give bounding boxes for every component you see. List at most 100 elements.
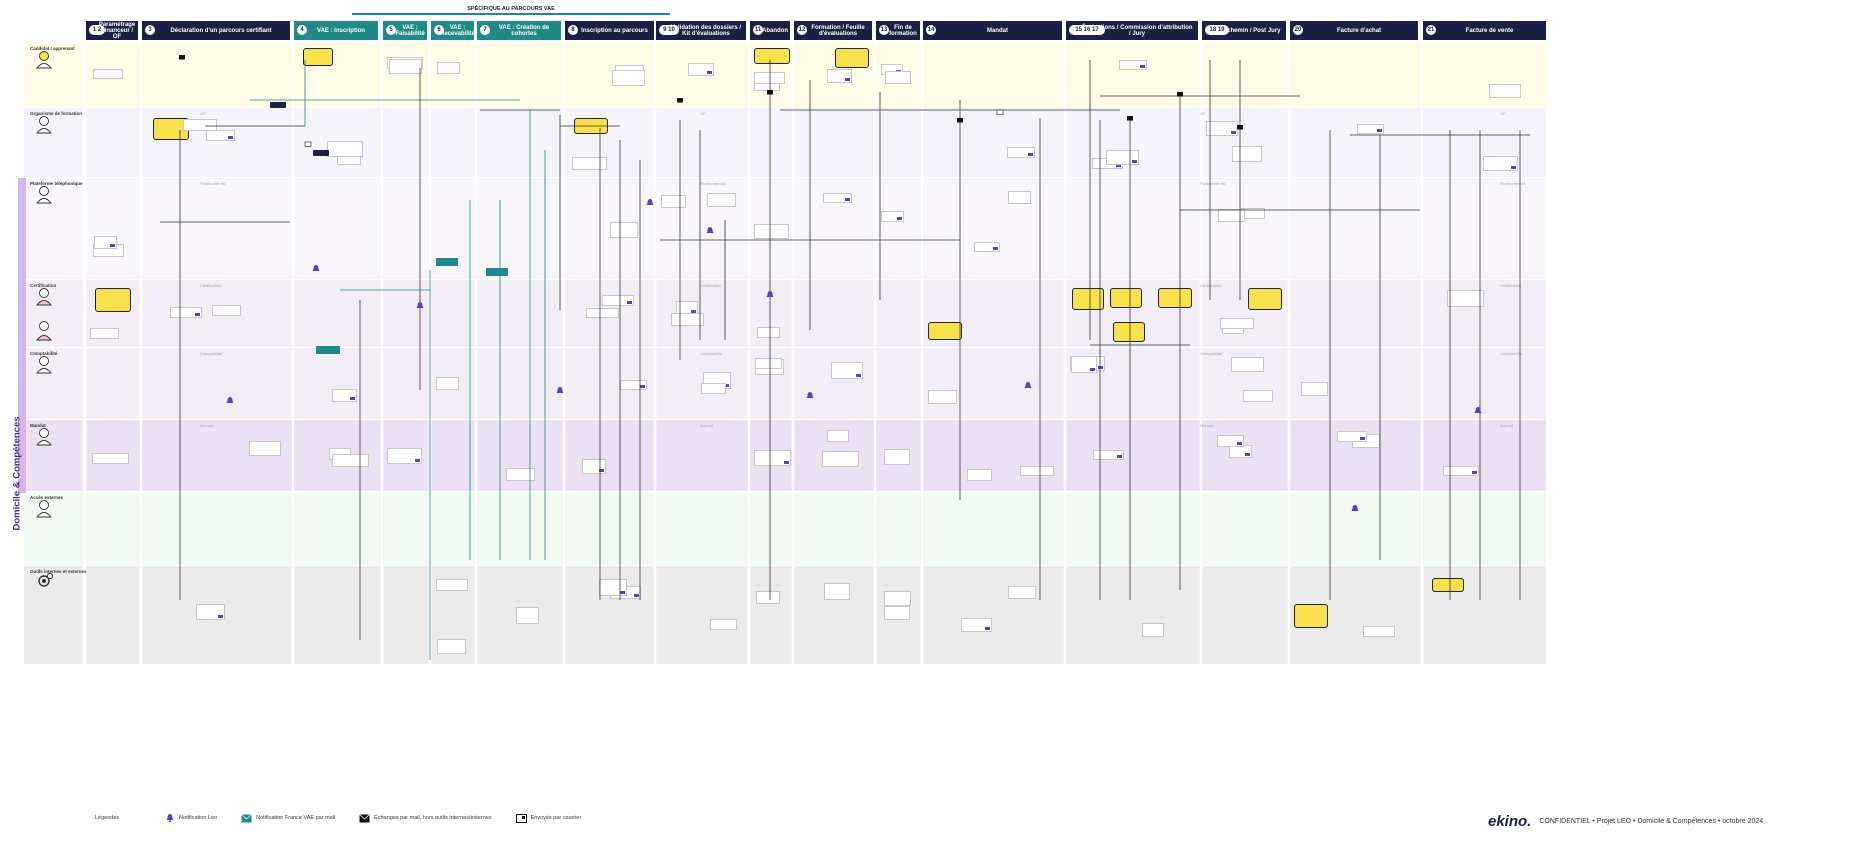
process-step xyxy=(884,449,910,465)
process-step xyxy=(1020,466,1054,476)
process-step xyxy=(206,130,235,141)
persona-icon xyxy=(36,500,52,518)
leo-badge xyxy=(724,384,729,387)
leo-badge xyxy=(415,459,420,462)
process-step xyxy=(701,383,726,394)
column-header-label: VAE : Création de cohortes xyxy=(498,24,550,37)
process-step xyxy=(212,305,241,316)
process-step xyxy=(249,441,281,456)
step-number: 9 10 xyxy=(659,25,679,35)
ekino-logo: ekino. xyxy=(1488,813,1532,830)
process-step xyxy=(1483,156,1518,171)
lane-band xyxy=(24,280,1546,347)
process-step xyxy=(1231,357,1264,372)
highlighted-step xyxy=(928,322,962,340)
process-step xyxy=(1337,431,1367,442)
step-number: 14 xyxy=(926,25,936,35)
leo-badge xyxy=(1472,471,1477,474)
process-step xyxy=(827,69,852,83)
lane-watermark: Comptabilité xyxy=(1200,351,1223,356)
column-header-label: Fin de formation xyxy=(889,24,917,37)
process-step xyxy=(437,639,466,654)
legend-label: Échanges par mail, hors outils internes/… xyxy=(374,815,492,821)
process-step xyxy=(387,448,422,464)
column-header-label: Abandon xyxy=(762,27,788,34)
lane-label: Mandat xyxy=(30,423,46,428)
process-step xyxy=(661,195,686,208)
vae-group-bar xyxy=(352,13,670,15)
process-step xyxy=(602,295,634,306)
process-step xyxy=(1206,121,1238,136)
group-label-text: Domicile & Compétences xyxy=(11,415,23,531)
leo-badge xyxy=(691,310,696,313)
process-step xyxy=(436,377,459,390)
step-number: 3 xyxy=(145,25,155,35)
leo-badge xyxy=(845,78,850,81)
legend-label: Notification France VAE par mail xyxy=(256,815,336,821)
leo-badge xyxy=(1231,131,1236,134)
process-step xyxy=(1220,318,1254,329)
leo-badge xyxy=(228,136,233,139)
lane-watermark: OF xyxy=(700,111,706,116)
process-step xyxy=(170,307,202,318)
lane-label: Plateforme téléphonique xyxy=(30,181,83,186)
step-number: 11 xyxy=(753,25,763,35)
process-step xyxy=(827,430,849,442)
legend-item-courrier: Envoyés par courrier xyxy=(515,813,581,823)
leo-badge xyxy=(640,385,645,388)
lane-watermark: Certification xyxy=(200,283,222,288)
process-step xyxy=(1443,466,1479,476)
process-step xyxy=(1008,191,1031,204)
process-step xyxy=(93,69,123,79)
lane-watermark: Plateforme tél. xyxy=(1200,181,1226,186)
process-step xyxy=(506,468,535,481)
persona-icon xyxy=(36,51,52,69)
highlighted-step xyxy=(1158,288,1192,308)
highlighted-step xyxy=(95,288,131,312)
leo-badge xyxy=(1028,153,1033,156)
process-step xyxy=(967,469,992,481)
step-number: 6 xyxy=(434,25,444,35)
process-step xyxy=(1363,626,1395,637)
highlighted-step xyxy=(1072,288,1104,310)
lane-watermark: OF xyxy=(200,111,206,116)
leo-badge xyxy=(856,374,861,377)
process-step xyxy=(94,236,117,249)
legend-item-leo: Notification Leo xyxy=(165,813,217,823)
process-step xyxy=(756,591,780,604)
process-step xyxy=(196,604,225,620)
step-number: 8 xyxy=(568,25,578,35)
vae-group-title: SPÉCIFIQUE AU PARCOURS VAE xyxy=(467,6,555,12)
process-step xyxy=(1142,623,1164,637)
column-header-label: Paramétrage Financeur / OF xyxy=(98,21,136,40)
lane-watermark: Mandat xyxy=(700,423,714,428)
step-number: 7 xyxy=(480,25,490,35)
process-step xyxy=(582,459,606,474)
column-header-label: Inscription au parcours xyxy=(581,27,648,34)
step-number: 13 xyxy=(879,25,889,35)
process-step xyxy=(754,224,789,239)
process-step xyxy=(688,63,714,76)
column-header-label: Validation des dossiers / Kit d'évaluati… xyxy=(670,24,742,37)
process-step xyxy=(1217,435,1244,447)
legend-item-mail: Échanges par mail, hors outils internes/… xyxy=(359,813,492,823)
persona-icon xyxy=(36,186,52,204)
process-step xyxy=(831,362,863,379)
process-step xyxy=(572,157,607,170)
milestone-tag xyxy=(313,150,329,156)
process-step xyxy=(1218,209,1245,222)
leo-badge xyxy=(1511,166,1516,169)
persona-icon xyxy=(36,321,52,341)
legend-item-france-vae: Notification France VAE par mail xyxy=(241,813,336,823)
highlighted-step xyxy=(1248,288,1282,310)
lane-watermark: Mandat xyxy=(200,423,214,428)
highlighted-step xyxy=(1432,578,1464,592)
highlighted-step xyxy=(1110,288,1142,308)
